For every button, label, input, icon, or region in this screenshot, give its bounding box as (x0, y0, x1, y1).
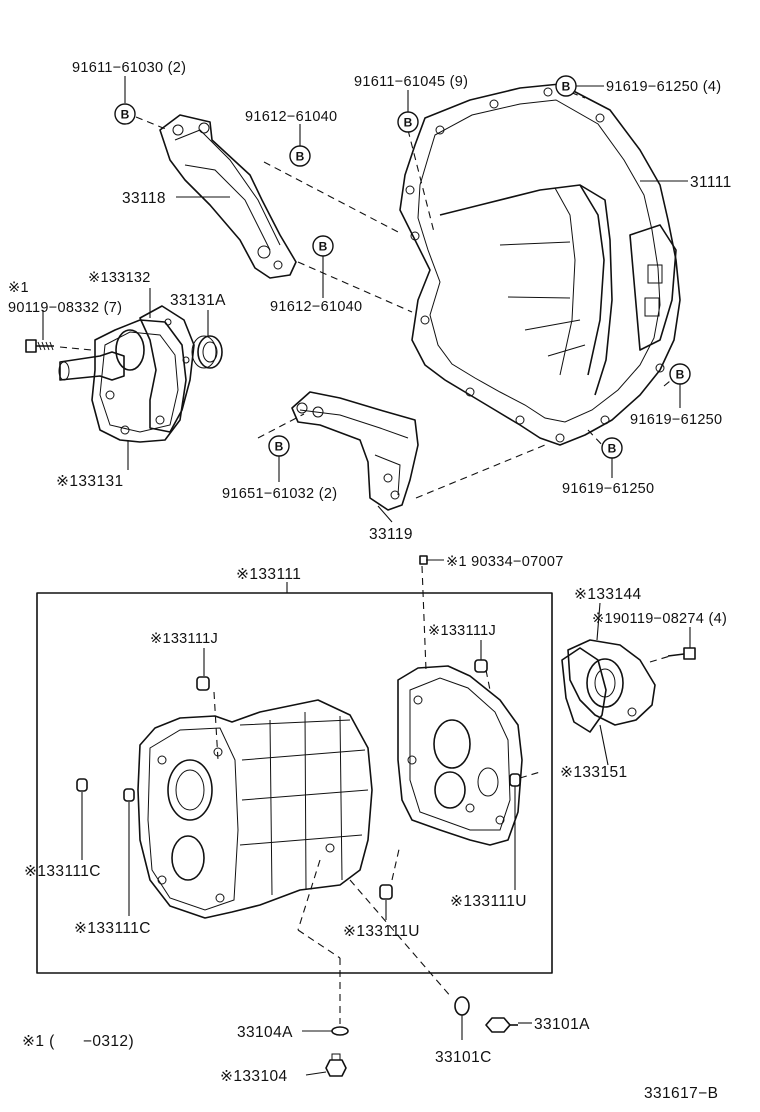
label-90334-07007: ※1 90334−07007 (446, 554, 564, 570)
svg-text:B: B (676, 368, 685, 382)
extension-gasket-133132 (139, 305, 195, 433)
label-90119-08274: ※190119−08274 (4) (592, 611, 727, 627)
label-91651-61032: 91651−61032 (2) (222, 486, 337, 502)
label-133111J-right: ※133111J (428, 623, 496, 639)
b-badge-91619-61250-r1: B (669, 363, 691, 385)
svg-text:B: B (275, 440, 284, 454)
intermediate-plate (397, 665, 523, 846)
plug-icon (325, 1017, 518, 1077)
label-33131A: 33131A (170, 292, 226, 309)
leader-lines (42, 76, 691, 1076)
label-133144: ※133144 (574, 586, 642, 603)
label-91619-61250-r1: 91619−61250 (630, 412, 722, 428)
b-badge-91612-61040-mid: B (312, 235, 334, 257)
label-note1-a: ※1 (8, 280, 29, 296)
case-assembly-frame (36, 592, 553, 974)
label-133111J-left: ※133111J (150, 631, 218, 647)
bearing-retainer-133144 (567, 639, 656, 726)
label-91612-61040-top: 91612−61040 (245, 109, 337, 125)
diagram-id: 331617−B (644, 1085, 718, 1102)
b-badge-91619-61250-r2: B (601, 437, 623, 459)
bolt-icon (667, 647, 696, 660)
svg-text:B: B (608, 442, 617, 456)
label-133111: ※133111 (236, 566, 301, 583)
label-133111U-right: ※133111U (450, 893, 527, 910)
label-33104A: 33104A (237, 1024, 293, 1041)
label-31111: 31111 (690, 174, 732, 191)
label-33101C: 33101C (435, 1049, 492, 1066)
label-33119: 33119 (369, 526, 413, 543)
label-133104: ※133104 (220, 1068, 288, 1085)
clutch-housing-31111 (399, 83, 681, 446)
svg-text:B: B (121, 108, 130, 122)
label-133111C-b: ※133111C (74, 920, 151, 937)
housing-bolt-holes (405, 87, 665, 443)
label-133111U-mid: ※133111U (343, 923, 420, 940)
footnote: ※1 ( −0312) (22, 1033, 134, 1050)
washer-icon (331, 996, 470, 1036)
bolt-icon (419, 555, 428, 565)
label-91619-61250-4: 91619−61250 (4) (606, 79, 721, 95)
part-labels: 91611−61030 (2) 91612−61040 33118 91611−… (8, 60, 732, 1102)
b-badge-91612-61040-top: B (289, 145, 311, 167)
bracket-33118 (159, 114, 297, 279)
svg-text:B: B (296, 150, 305, 164)
bracket-33119 (291, 391, 419, 511)
transmission-case (137, 699, 373, 919)
label-133132: ※133132 (88, 270, 151, 286)
label-133151: ※133151 (560, 764, 628, 781)
label-91611-61045: 91611−61045 (9) (354, 74, 468, 90)
b-badge-91611-61030: B (114, 103, 136, 125)
b-badge-91651-61032: B (268, 435, 290, 457)
oil-seal-33131A (191, 335, 223, 369)
gasket-133151 (561, 647, 607, 733)
label-90119-08332: 90119−08332 (7) (8, 300, 122, 316)
label-33118: 33118 (122, 190, 166, 207)
b-badge-91619-61250-4: B (555, 75, 577, 97)
svg-text:B: B (404, 116, 413, 130)
bolt-icon (25, 339, 54, 353)
label-33101A: 33101A (534, 1016, 590, 1033)
pin-icon (76, 659, 521, 900)
label-91611-61030: 91611−61030 (2) (72, 60, 186, 76)
label-133131: ※133131 (56, 473, 124, 490)
label-91619-61250-r2: 91619−61250 (562, 481, 654, 497)
svg-text:B: B (319, 240, 328, 254)
b-badge-91611-61045: B (397, 111, 419, 133)
label-133111C-a: ※133111C (24, 863, 101, 880)
label-91612-61040-mid: 91612−61040 (270, 299, 362, 315)
svg-text:B: B (562, 80, 571, 94)
extension-housing-133131 (58, 319, 187, 443)
